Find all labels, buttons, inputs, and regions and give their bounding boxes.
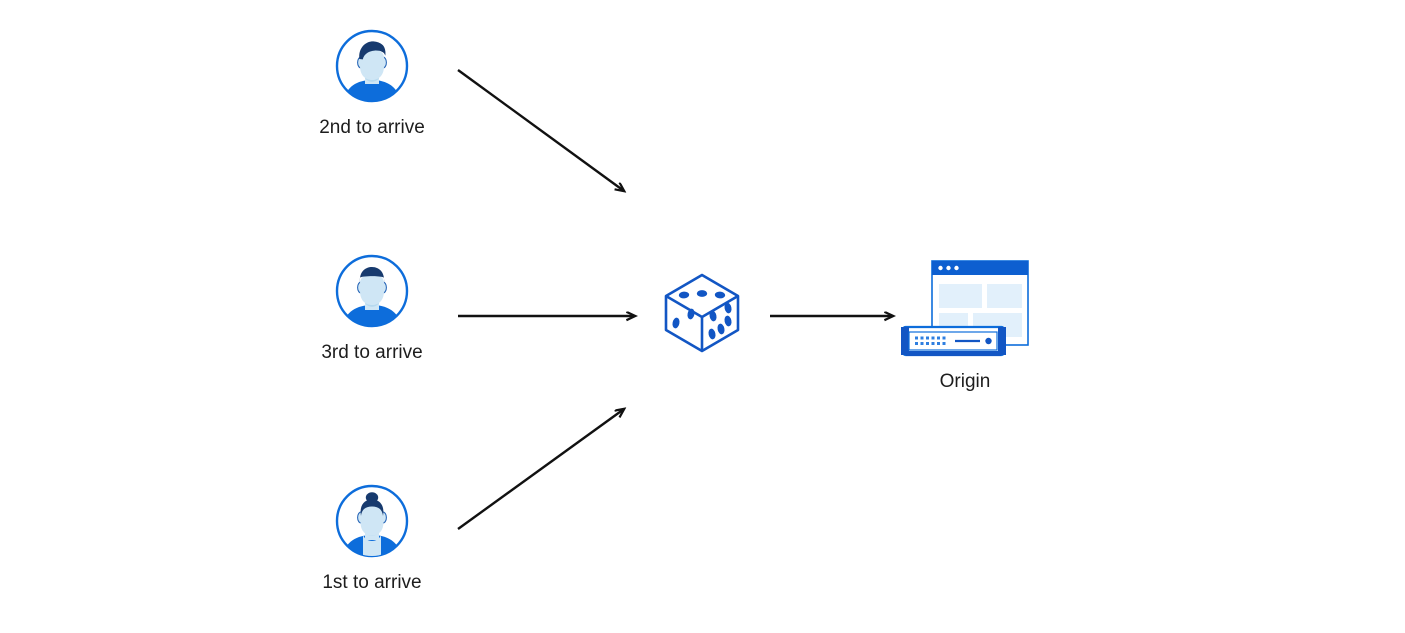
- random-balancer-node[interactable]: [662, 272, 742, 354]
- browser-dot-icon: [938, 265, 943, 271]
- client-label-top: 2nd to arrive: [319, 117, 425, 138]
- client-node-middle[interactable]: 3rd to arrive: [321, 253, 423, 363]
- origin-node[interactable]: Origin: [896, 258, 1036, 392]
- client-label-bottom: 1st to arrive: [322, 572, 422, 593]
- user-avatar-icon: [335, 254, 409, 328]
- client-label-middle: 3rd to arrive: [321, 342, 423, 363]
- user-avatar-icon: [335, 484, 409, 558]
- client-node-bottom[interactable]: 1st to arrive: [322, 483, 422, 593]
- browser-dot-icon: [946, 265, 951, 271]
- user-avatar-icon: [335, 29, 409, 103]
- browser-dot-icon: [954, 265, 959, 271]
- arrow-client-bottom-to-balancer: [457, 409, 624, 530]
- client-node-top[interactable]: 2nd to arrive: [319, 28, 425, 138]
- origin-label: Origin: [939, 371, 991, 392]
- origin-server-icon: [901, 260, 1029, 357]
- dice-icon: [664, 273, 740, 353]
